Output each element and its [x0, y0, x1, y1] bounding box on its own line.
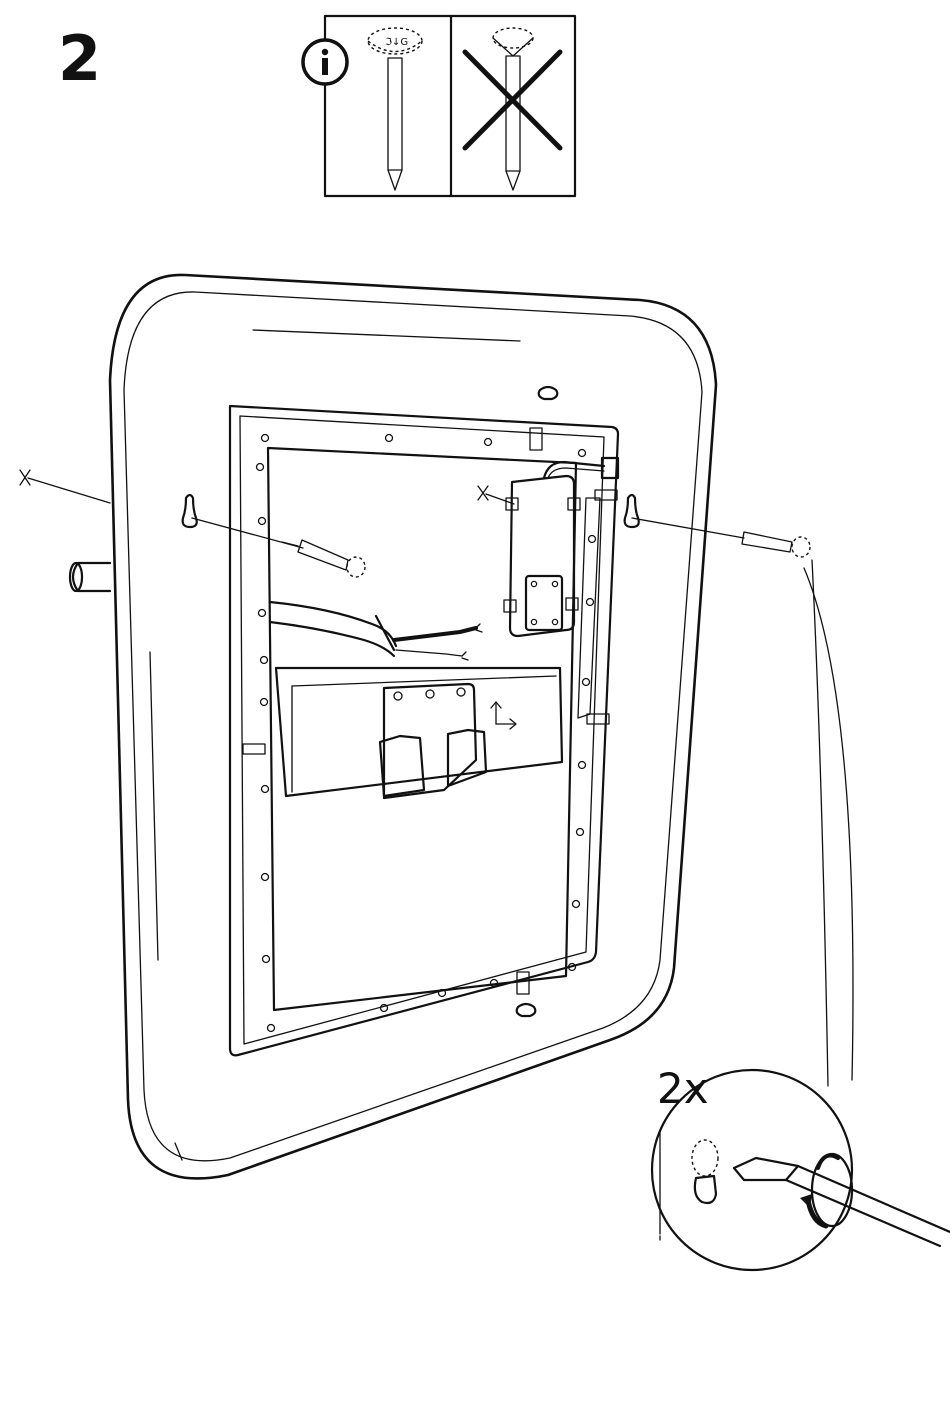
hanging-bracket [380, 684, 486, 798]
svg-text:ℑ↓G: ℑ↓G [385, 37, 408, 48]
correct-screw-icon: ℑ↓G [368, 28, 422, 190]
screw-info-panel: ℑ↓G [303, 16, 575, 196]
mirror-frame [110, 275, 716, 1179]
left-screw-icon [192, 518, 365, 577]
info-icon [303, 40, 347, 84]
wall-bracket [20, 470, 110, 591]
right-screw-icon [632, 518, 810, 557]
direction-arrows-icon [491, 702, 516, 729]
wrong-screw-icon [465, 28, 560, 190]
power-supply-unit [478, 458, 618, 636]
plate-holes [257, 435, 596, 1032]
mounting-plate [230, 406, 618, 1055]
power-cable [270, 602, 482, 660]
